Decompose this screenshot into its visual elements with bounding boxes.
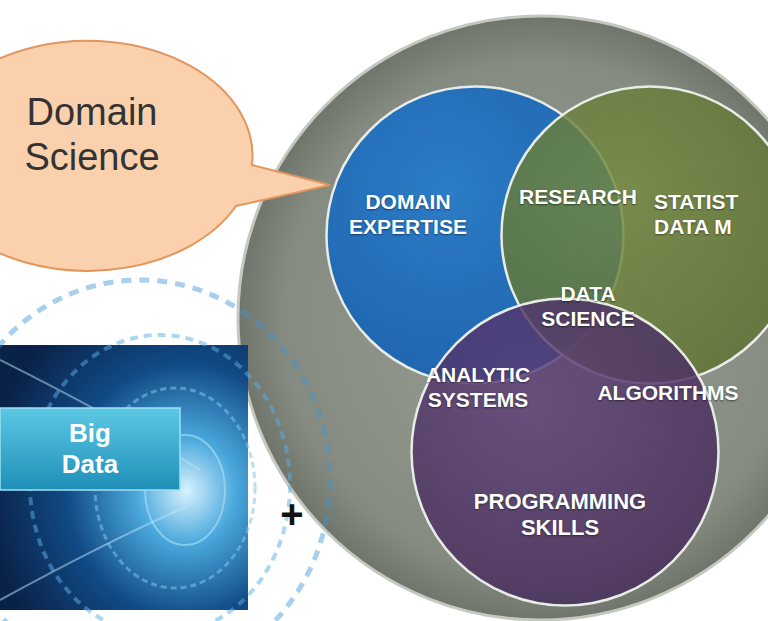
big-data-image [0,280,330,621]
programming-circle-shape [410,297,720,607]
big-data-box: Big Data [0,408,180,490]
programming-circle: PROGRAMMING SKILLS [410,297,720,607]
node-text: Big Data [45,418,135,479]
overlap-label: DATA SCIENCE [528,282,648,332]
outer-circle [238,16,768,620]
node-text: PROGRAMMING SKILLS [460,489,660,541]
speech-bubble: Domain Science [0,10,270,255]
node-text: STATIST DATA M [654,190,756,240]
overlap-label: ANALYTIC SYSTEMS [414,363,542,413]
plus-sign: + [272,491,312,538]
overlap-label: RESEARCH [513,185,643,210]
node-text: DOMAIN EXPERTISE [336,190,481,240]
overlap-label: ALGORITHMS [593,381,743,406]
node-text: Domain Science [2,90,182,180]
